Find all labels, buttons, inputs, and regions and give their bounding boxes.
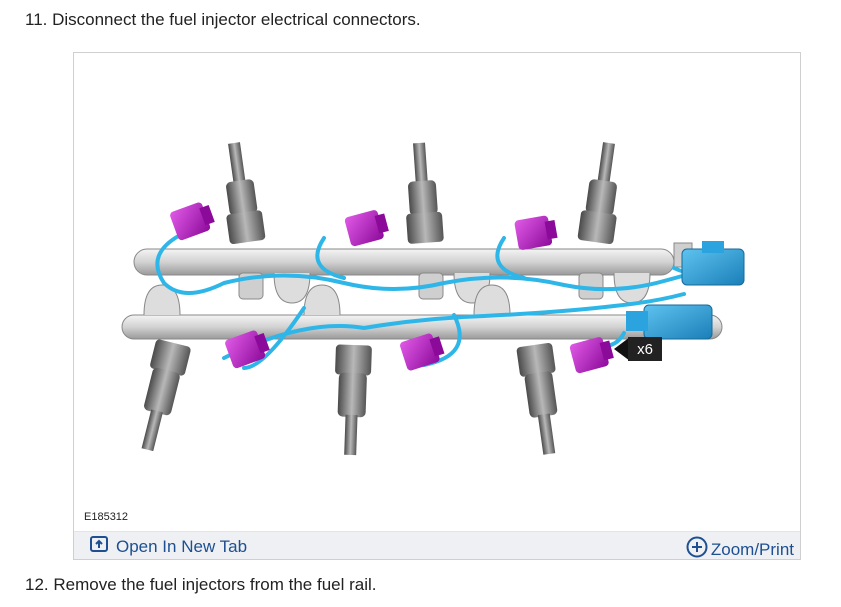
wiring-harness: [155, 231, 736, 370]
connector-upper-3: [514, 215, 558, 250]
zoom-print-label: Zoom/Print: [710, 539, 794, 559]
connector-lower-3: [569, 337, 614, 374]
callout-label: x6: [637, 341, 653, 358]
injector-connectors: [170, 202, 614, 374]
open-new-tab-icon: [90, 536, 108, 557]
connector-upper-1: [170, 202, 215, 241]
lower-injectors: [141, 339, 558, 456]
lower-fuel-rail: [121, 284, 723, 340]
upper-fuel-rail: [133, 242, 693, 304]
connector-upper-2: [344, 210, 389, 247]
connector-lower-2: [400, 333, 445, 371]
procedure-figure: x6 E185312 Open In New Tab Zoom/Print: [73, 52, 801, 560]
open-new-tab-label: Open In New Tab: [116, 536, 248, 556]
connector-lower-1: [225, 330, 270, 369]
upper-injectors: [226, 142, 617, 245]
step-12-instruction: 12. Remove the fuel injectors from the f…: [25, 575, 377, 594]
figure-id: E185312: [84, 511, 129, 523]
zoom-plus-circle-icon: [686, 536, 708, 563]
open-new-tab-link[interactable]: Open In New Tab: [90, 536, 247, 557]
step-11-instruction: 11. Disconnect the fuel injector electri…: [25, 10, 421, 29]
quantity-callout: x6: [614, 337, 662, 361]
fuel-rail-illustration: x6: [121, 142, 745, 456]
figure-toolbar: Open In New Tab Zoom/Print: [74, 531, 800, 559]
main-harness-connectors: [626, 241, 745, 340]
zoom-print-link[interactable]: Zoom/Print: [686, 536, 794, 563]
